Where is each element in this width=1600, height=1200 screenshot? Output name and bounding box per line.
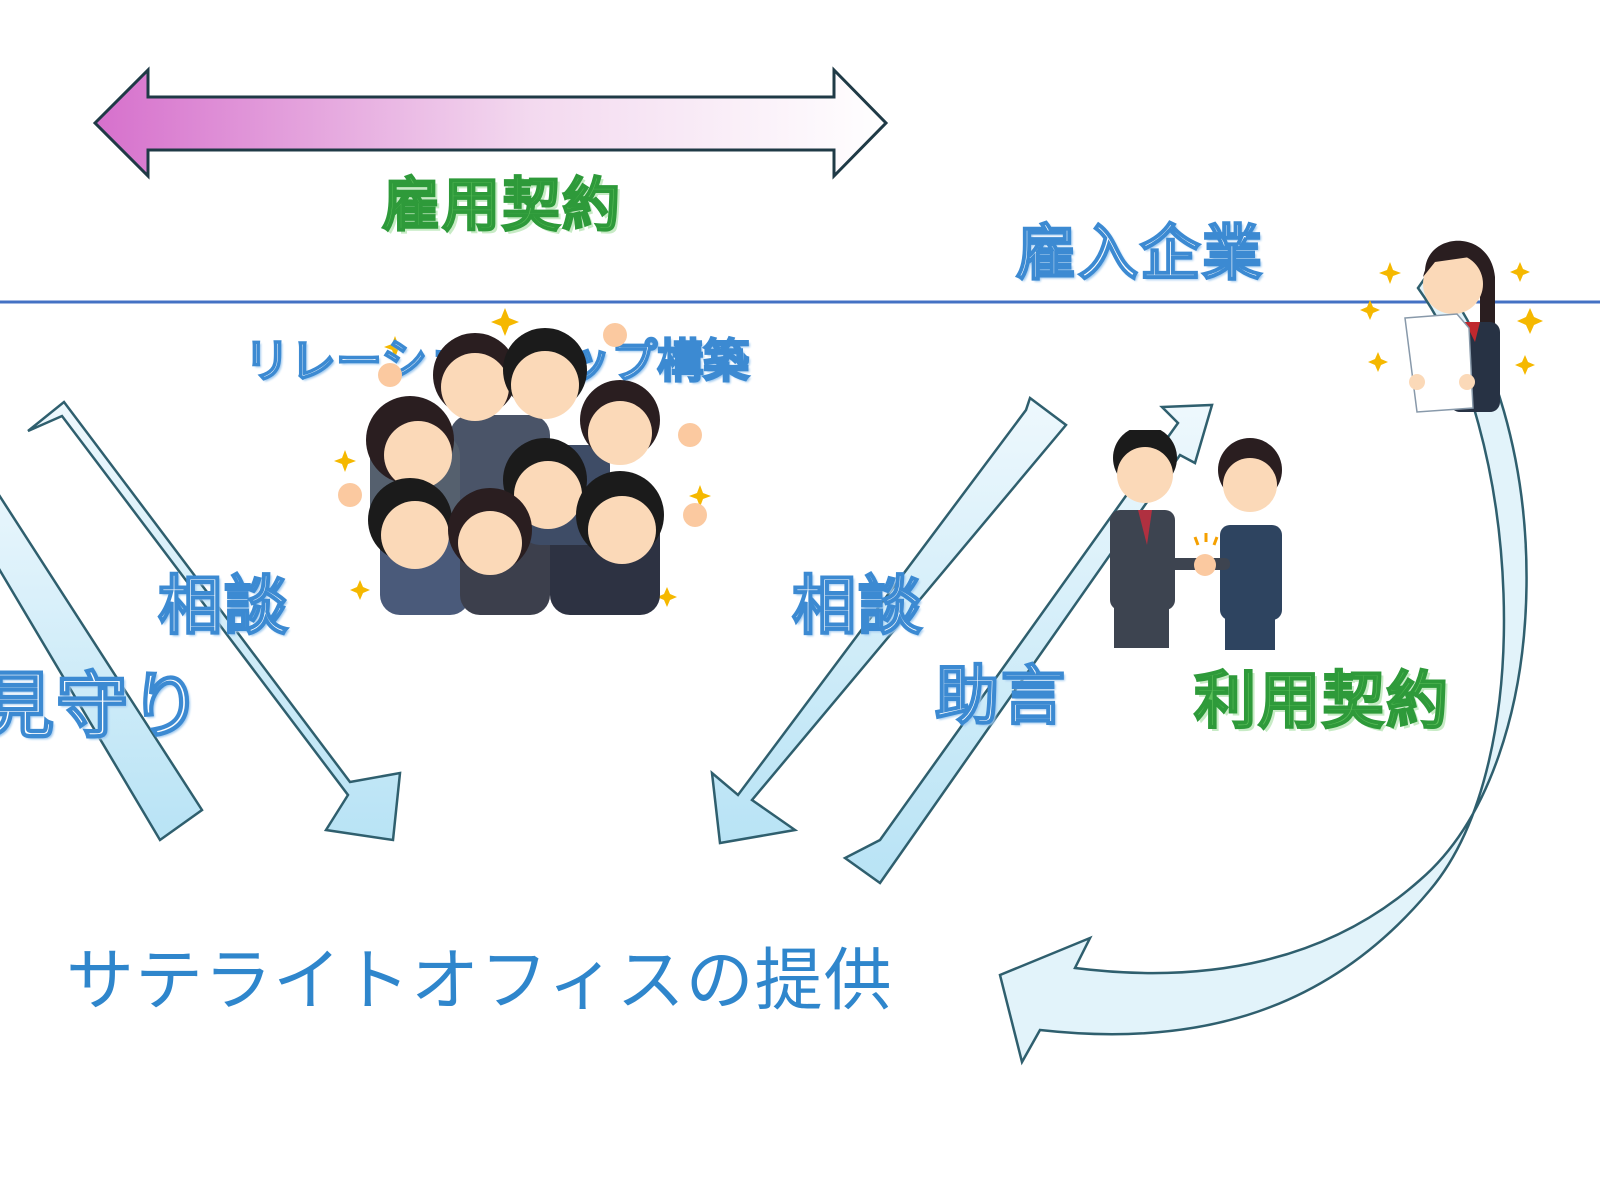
sparkle-decorations	[334, 262, 1543, 607]
employment-contract-double-arrow	[92, 66, 889, 180]
employee-with-document-illustration	[1404, 240, 1500, 413]
usage-contract-label: 利用契約	[1193, 664, 1451, 737]
advice-label: 助言	[934, 660, 1067, 734]
student-group-illustration	[338, 323, 707, 615]
handshake-illustration	[1110, 430, 1282, 650]
consultation-right-arrow	[710, 395, 1068, 845]
raised-fists	[338, 323, 707, 527]
consultation-left-arrow	[27, 400, 402, 842]
watching-over-arrow	[0, 494, 204, 842]
student-faces	[366, 328, 664, 575]
document-icon	[1404, 313, 1475, 413]
hiring-company-label: 雇入企業	[1015, 219, 1264, 289]
satellite-office-label: サテライトオフィスの提供	[66, 942, 893, 1021]
businesswoman	[1218, 438, 1282, 650]
consultation-left-label: 相談	[157, 570, 290, 644]
watching-over-label: 見守り	[0, 664, 205, 748]
businessman	[1110, 430, 1177, 648]
employment-contract-label: 雇用契約	[381, 171, 623, 239]
consultation-right-label: 相談	[791, 570, 924, 644]
handshake-hands	[1170, 533, 1230, 576]
